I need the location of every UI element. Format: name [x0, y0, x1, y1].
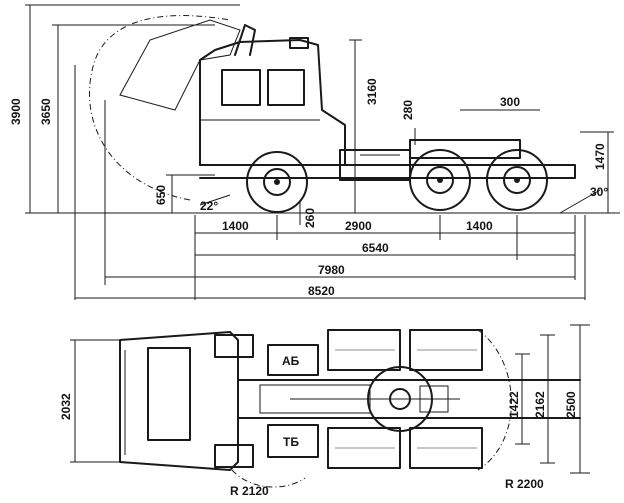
fuel-tank: ТБ [267, 424, 319, 458]
rear-swing-radius-arc [477, 329, 512, 471]
cab-top [119, 331, 239, 471]
label-3900: 3900 [9, 98, 23, 125]
label-battery-box: АБ [282, 354, 300, 368]
cab-tilt-arc [89, 15, 231, 201]
label-650: 650 [154, 185, 168, 205]
rear-dual-wheels-top [327, 329, 483, 469]
label-7980: 7980 [318, 263, 345, 277]
label-280: 280 [401, 100, 415, 120]
label-r2200: R 2200 [505, 477, 544, 491]
label-3160: 3160 [365, 78, 379, 105]
top-view: АБ ТБ [59, 324, 590, 498]
label-2032: 2032 [59, 393, 73, 420]
cab [199, 24, 346, 166]
left-height-dimensions [25, 4, 240, 300]
length-dimensions [75, 215, 586, 300]
label-2162: 2162 [533, 391, 547, 418]
label-6540: 6540 [362, 241, 389, 255]
chassis-frame [199, 139, 576, 181]
label-fuel-tank: ТБ [283, 435, 299, 449]
label-8520: 8520 [308, 284, 335, 298]
label-1400-rear: 1400 [466, 219, 493, 233]
right-height-dimensions [199, 39, 614, 225]
label-260: 260 [303, 208, 317, 228]
mid-wheel [409, 149, 471, 211]
label-1422: 1422 [507, 391, 521, 418]
label-departure-angle: 30° [590, 185, 608, 199]
label-2500: 2500 [564, 391, 578, 418]
fifth-wheel-coupling [367, 366, 449, 432]
label-300: 300 [500, 95, 520, 109]
label-r2120: R 2120 [230, 484, 269, 498]
front-wheels-top [214, 334, 254, 468]
cab-tilt-outline [119, 19, 241, 111]
width-dimensions [70, 324, 590, 474]
side-view: 3900 3650 3160 650 280 1470 260 22° 30° … [9, 4, 620, 300]
label-1400-front: 1400 [222, 219, 249, 233]
label-2900: 2900 [345, 219, 372, 233]
front-wheel [246, 151, 308, 213]
rear-wheel [486, 149, 548, 211]
label-3650: 3650 [39, 98, 53, 125]
battery-box: АБ [267, 344, 319, 376]
label-1470: 1470 [593, 143, 607, 170]
front-turn-radius-arc [231, 469, 306, 488]
label-approach-angle: 22° [200, 199, 218, 213]
